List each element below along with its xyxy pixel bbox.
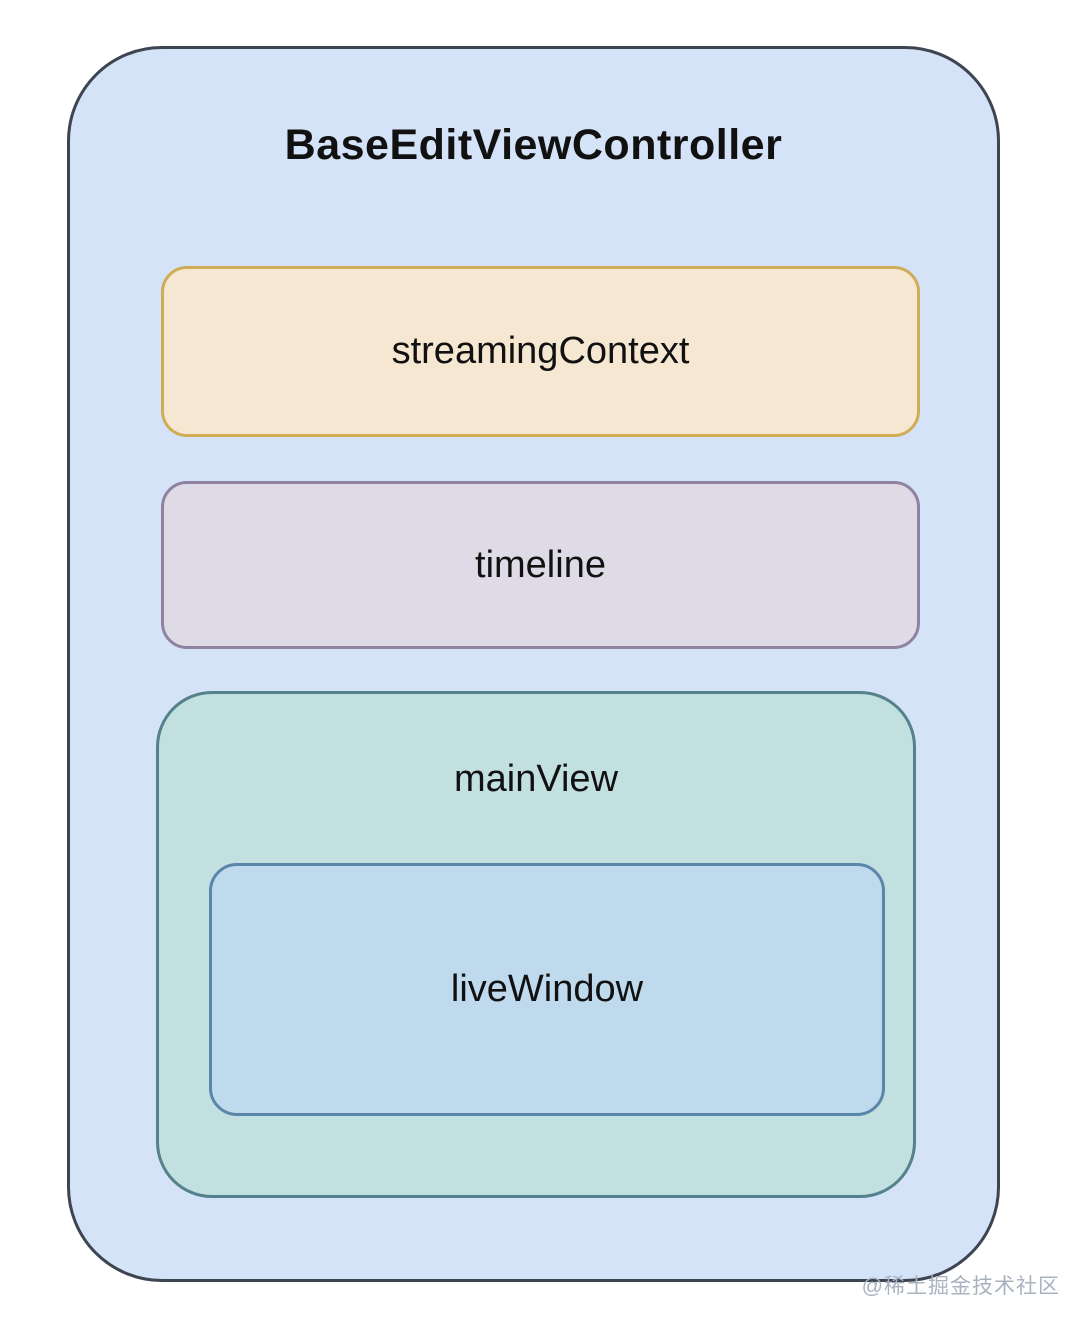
- live-window-box: liveWindow: [209, 863, 885, 1116]
- base-edit-view-controller-box: BaseEditViewController streamingContext …: [67, 46, 1000, 1282]
- watermark: @稀土掘金技术社区: [861, 1275, 1060, 1298]
- diagram-title: BaseEditViewController: [284, 121, 783, 169]
- timeline-box: timeline: [161, 481, 920, 649]
- streaming-context-box: streamingContext: [161, 266, 920, 437]
- streaming-context-label: streamingContext: [391, 330, 690, 372]
- main-view-box: mainView liveWindow: [156, 691, 916, 1198]
- main-view-label: mainView: [453, 758, 619, 800]
- live-window-label: liveWindow: [450, 968, 644, 1010]
- timeline-label: timeline: [475, 543, 606, 586]
